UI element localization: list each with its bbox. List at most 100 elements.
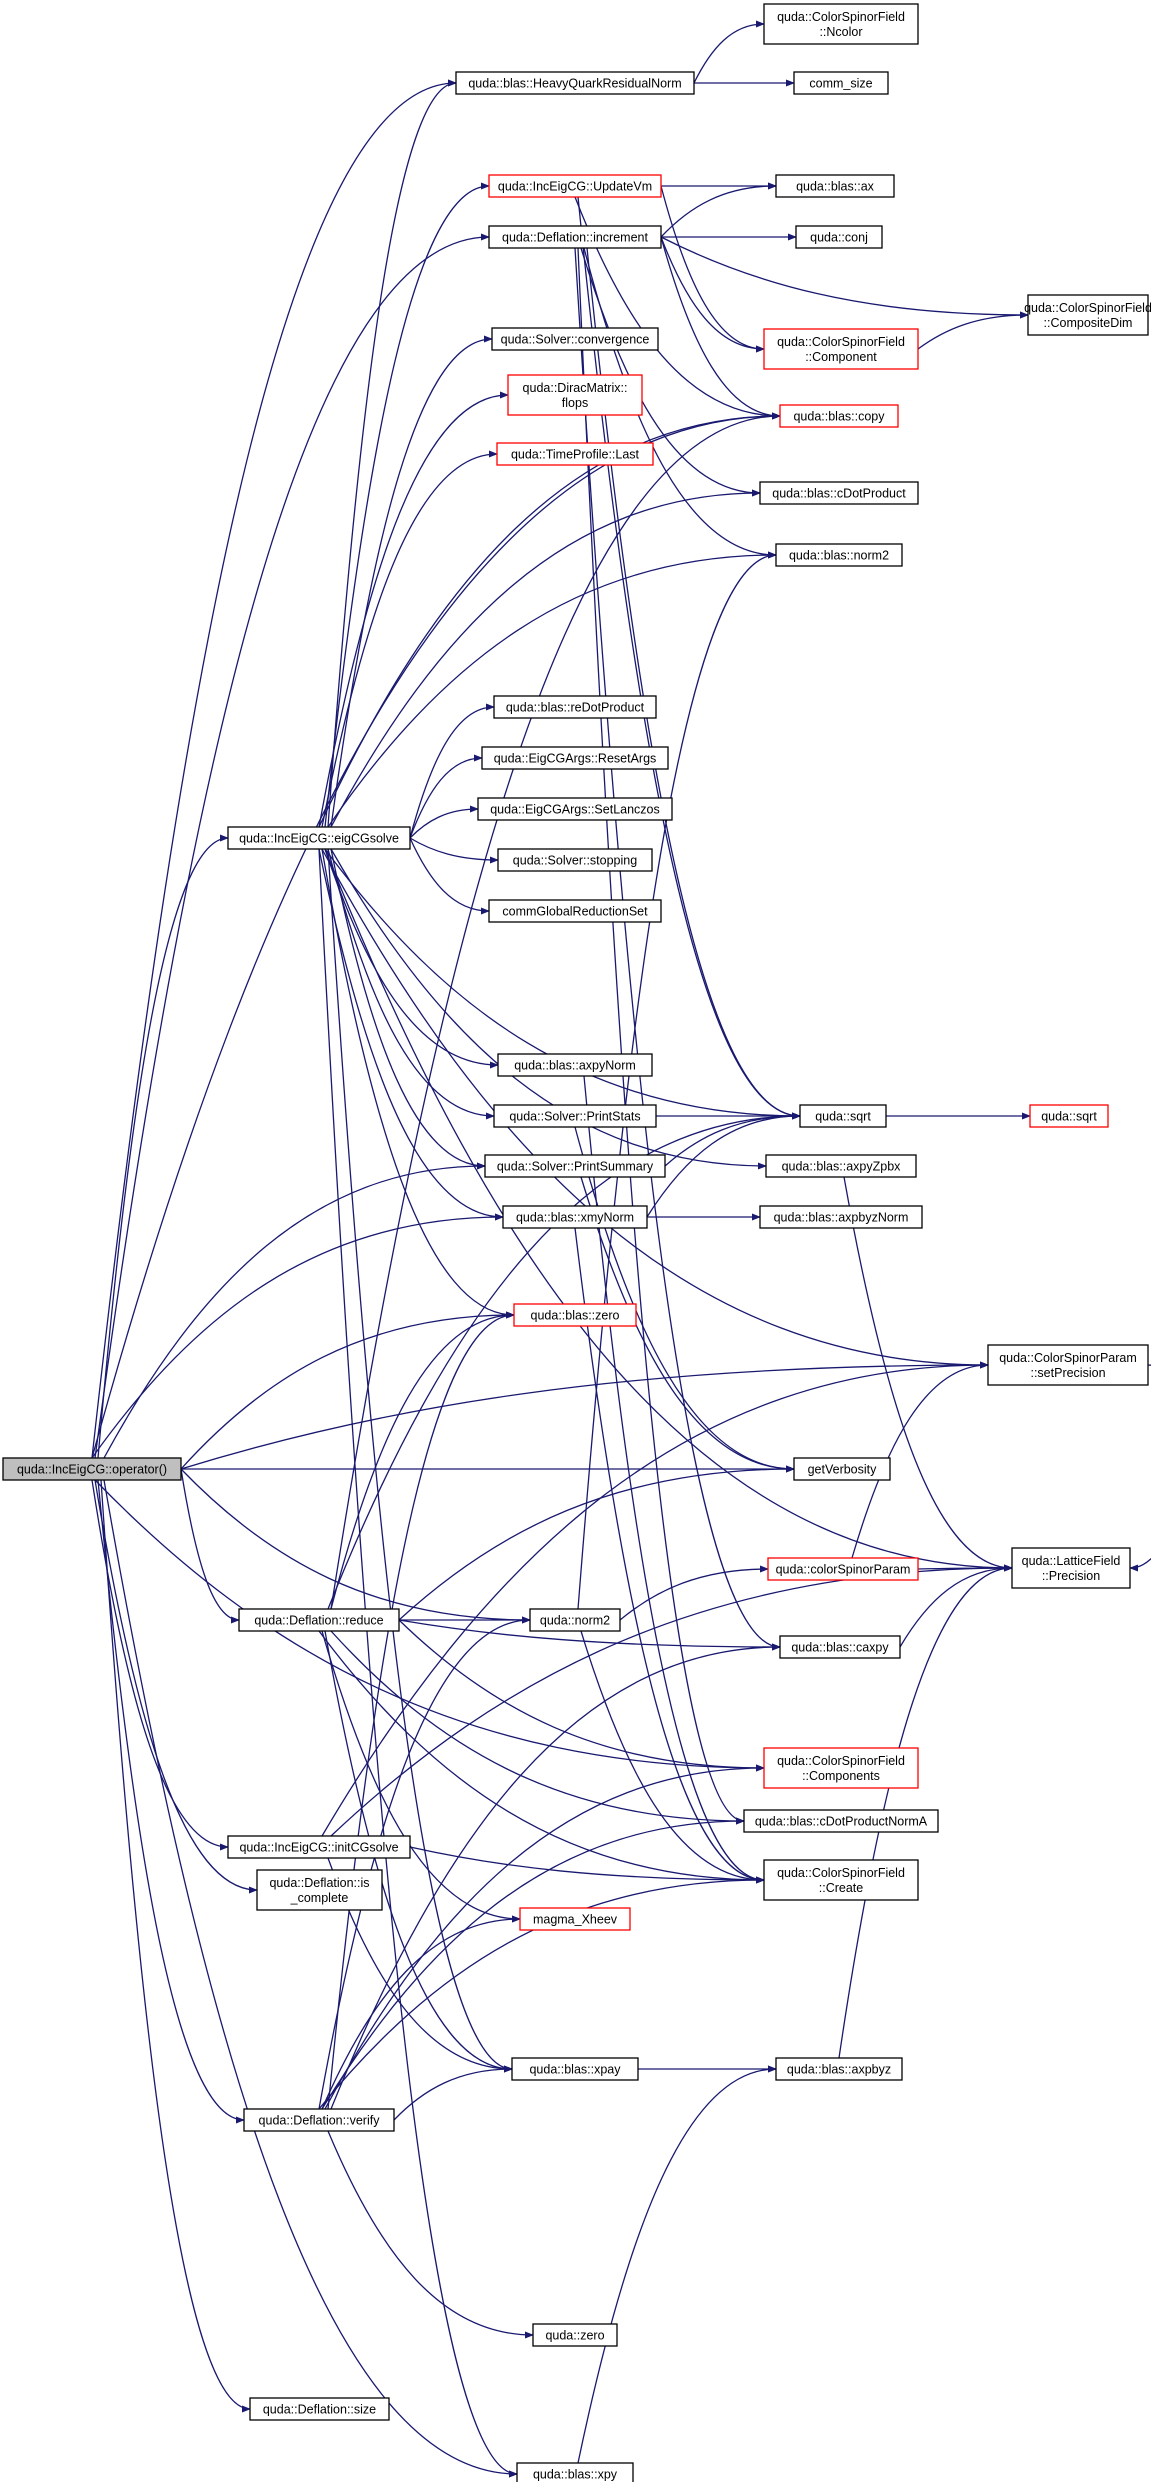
node-flops[interactable]: quda::DiracMatrix::flops	[507, 374, 643, 416]
node-label: quda::ColorSpinorField	[1024, 301, 1151, 315]
node-label: quda::TimeProfile::Last	[511, 448, 640, 462]
edge-line	[327, 79, 457, 828]
node-qzero[interactable]: quda::zero	[532, 2323, 618, 2347]
node-create[interactable]: quda::ColorSpinorField::Create	[763, 1859, 919, 1901]
edge-line	[330, 1643, 781, 2110]
call-edge-updateVm-to-component	[660, 185, 765, 353]
node-bnorm2[interactable]: quda::blas::norm2	[775, 543, 903, 567]
call-edge-root-to-reduce	[180, 1468, 240, 1624]
node-axpbyz[interactable]: quda::blas::axpbyz	[775, 2057, 903, 2081]
node-eigCGsolve[interactable]: quda::IncEigCG::eigCGsolve	[227, 826, 411, 850]
node-caxpy[interactable]: quda::blas::caxpy	[779, 1635, 901, 1659]
node-csParam[interactable]: quda::colorSpinorParam	[767, 1557, 919, 1581]
node-box	[759, 481, 919, 505]
node-magma[interactable]: magma_Xheev	[519, 1907, 631, 1931]
node-reduce[interactable]: quda::Deflation::reduce	[238, 1608, 400, 1632]
edge-line	[327, 2130, 534, 2339]
node-compDim[interactable]: quda::ColorSpinorField::CompositeDim	[1024, 294, 1151, 336]
node-box	[481, 746, 669, 770]
node-box	[795, 225, 883, 249]
node-box	[779, 1635, 901, 1659]
edge-line	[583, 247, 777, 559]
call-edge-eigCGsolve-to-xpy	[318, 848, 518, 2478]
node-updateVm[interactable]: quda::IncEigCG::UpdateVm	[488, 174, 662, 198]
node-getVerb[interactable]: getVerbosity	[793, 1457, 891, 1481]
edge-line	[97, 834, 229, 1459]
node-label: quda::IncEigCG::operator()	[17, 1463, 167, 1477]
node-conj[interactable]: quda::conj	[795, 225, 883, 249]
node-box	[763, 1859, 919, 1901]
call-edge-increment-to-cdotNormA	[577, 247, 745, 1825]
call-edge-eigCGsolve-to-setLanczos	[409, 805, 479, 839]
node-component[interactable]: quda::ColorSpinorField::Component	[763, 328, 919, 370]
node-is_complete[interactable]: quda::Deflation::is_complete	[256, 1869, 383, 1911]
node-label: quda::blas::axpbyz	[787, 2063, 891, 2077]
node-last[interactable]: quda::TimeProfile::Last	[496, 442, 654, 466]
edge-line	[94, 233, 490, 1459]
node-convergence[interactable]: quda::Solver::convergence	[491, 327, 659, 351]
node-sqrt2[interactable]: quda::sqrt	[1029, 1104, 1109, 1128]
node-axpbyzNorm[interactable]: quda::blas::axpbyzNorm	[759, 1205, 923, 1229]
call-edge-root-to-increment	[94, 233, 490, 1459]
call-edge-verify-to-qzero	[327, 2130, 534, 2339]
call-edge-reduce-to-create	[318, 1630, 765, 1884]
node-xpy[interactable]: quda::blas::xpy	[516, 2462, 634, 2482]
node-setPrec[interactable]: quda::ColorSpinorParam::setPrecision	[987, 1344, 1149, 1386]
edge-line	[321, 1915, 521, 2110]
node-label: quda::blas::xmyNorm	[516, 1211, 634, 1225]
node-stopping[interactable]: quda::Solver::stopping	[497, 848, 653, 872]
node-cdotNormA[interactable]: quda::blas::cDotProductNormA	[743, 1809, 939, 1833]
node-hqrn[interactable]: quda::blas::HeavyQuarkResidualNorm	[455, 71, 695, 95]
node-xmyNorm[interactable]: quda::blas::xmyNorm	[502, 1205, 648, 1229]
call-edge-hqrn-to-ncolor	[693, 20, 765, 84]
node-crs[interactable]: commGlobalReductionSet	[488, 899, 662, 923]
node-axpyNorm[interactable]: quda::blas::axpyNorm	[497, 1053, 653, 1077]
node-label: quda::conj	[810, 231, 868, 245]
call-edge-eigCGsolve-to-hqrn	[327, 79, 457, 828]
node-commsize[interactable]: comm_size	[793, 71, 889, 95]
node-increment[interactable]: quda::Deflation::increment	[488, 225, 662, 249]
node-box	[775, 543, 903, 567]
node-setLanczos[interactable]: quda::EigCGArgs::SetLanczos	[477, 797, 673, 821]
call-edge-verify-to-cdotNormA	[321, 1817, 745, 2110]
node-root[interactable]: quda::IncEigCG::operator()	[2, 1457, 182, 1481]
node-box	[484, 1154, 666, 1178]
edge-line	[318, 412, 781, 828]
edge-line	[324, 182, 490, 828]
call-edge-verify-to-components	[324, 1764, 765, 2110]
node-printSummary[interactable]: quda::Solver::PrintSummary	[484, 1154, 666, 1178]
node-lfPrec[interactable]: quda::LatticeField::Precision	[1011, 1547, 1131, 1589]
call-edge-eigCGsolve-to-last	[321, 450, 498, 828]
node-label: quda::Solver::convergence	[501, 333, 650, 347]
node-box	[763, 1747, 919, 1789]
call-edge-eigCGsolve-to-axpyZpbx	[330, 848, 767, 1170]
node-norm2b[interactable]: quda::norm2	[529, 1608, 621, 1632]
node-sqrt1[interactable]: quda::sqrt	[799, 1104, 887, 1128]
node-bzero[interactable]: quda::blas::zero	[513, 1303, 637, 1327]
node-resetArgs[interactable]: quda::EigCGArgs::ResetArgs	[481, 746, 669, 770]
node-components[interactable]: quda::ColorSpinorField::Components	[763, 1747, 919, 1789]
node-label: quda::blas::xpy	[533, 2468, 618, 2482]
node-verify[interactable]: quda::Deflation::verify	[243, 2108, 395, 2132]
node-dsize[interactable]: quda::Deflation::size	[249, 2397, 390, 2421]
node-label: quda::IncEigCG::UpdateVm	[498, 180, 652, 194]
call-edge-printSummary-to-getVerb	[580, 1176, 795, 1473]
edge-line	[330, 1311, 515, 1610]
node-printStats[interactable]: quda::Solver::PrintStats	[493, 1104, 657, 1128]
node-initCGsolve[interactable]: quda::IncEigCG::initCGsolve	[227, 1835, 411, 1859]
node-ncolor[interactable]: quda::ColorSpinorField::Ncolor	[763, 3, 919, 45]
call-edge-root-to-copy	[91, 412, 781, 1459]
node-reDot[interactable]: quda::blas::reDotProduct	[493, 695, 657, 719]
node-xpay[interactable]: quda::blas::xpay	[511, 2057, 639, 2081]
node-box	[765, 1154, 917, 1178]
node-ax[interactable]: quda::blas::ax	[775, 174, 895, 198]
edge-line	[330, 412, 781, 1610]
call-edge-eigCGsolve-to-cdot	[330, 489, 761, 828]
edge-line	[324, 1764, 765, 2110]
node-cdot[interactable]: quda::blas::cDotProduct	[759, 481, 919, 505]
call-edge-eigCGsolve-to-crs	[409, 837, 490, 915]
edge-line	[327, 1112, 801, 1610]
node-axpyZpbx[interactable]: quda::blas::axpyZpbx	[765, 1154, 917, 1178]
node-copy[interactable]: quda::blas::copy	[779, 404, 899, 428]
edge-line	[398, 1465, 795, 1621]
